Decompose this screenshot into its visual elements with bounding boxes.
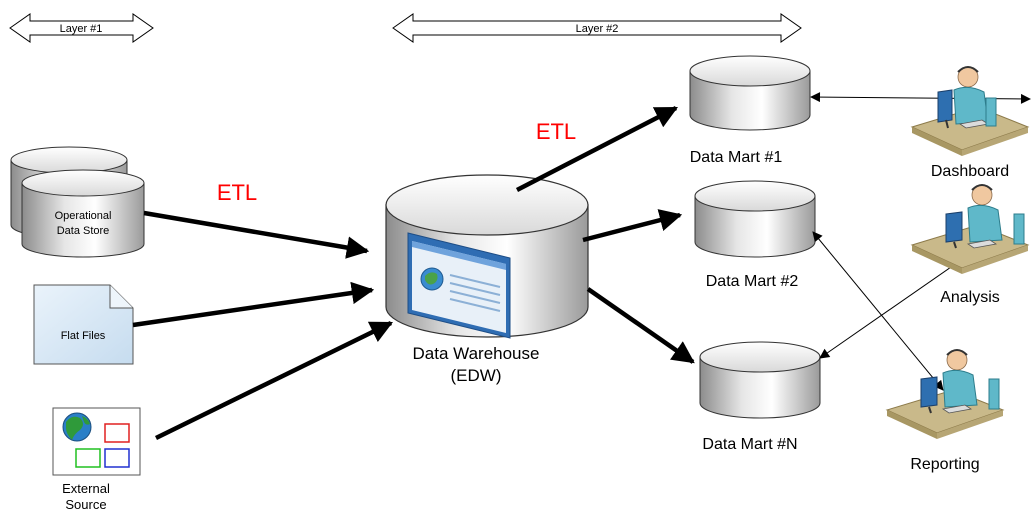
layer1-banner: Layer #1 [9,13,154,43]
document-icon [33,284,134,365]
green-square-icon [75,448,101,468]
blue-square-icon [104,448,130,468]
reporting-label: Reporting [910,456,979,473]
data-warehouse: Data Warehouse (EDW) [385,174,589,385]
flat-files: Flat Files [33,284,134,365]
data-mart-2: Data Mart #2 [694,180,816,290]
operational-data-store: Operational Data Store [10,146,145,258]
layer2-banner: Layer #2 [392,13,802,43]
data-mart-1: Data Mart #1 [689,55,811,166]
dashboard-user: Dashboard [910,66,1030,180]
ods-label-line2: Data Store [57,225,110,237]
etl-label-marts: ETL [536,119,576,144]
etl-label-sources: ETL [217,180,257,205]
arrow-edw-to-mart2 [582,209,683,243]
layer1-label: Layer #1 [60,23,103,35]
dashboard-label: Dashboard [931,163,1009,180]
person-at-desk-icon [910,66,1030,156]
edw-label-line2: (EDW) [451,366,502,385]
reporting-user: Reporting [885,349,1005,473]
red-square-icon [104,423,130,443]
analysis-label: Analysis [940,289,1000,306]
window-icon [407,232,511,339]
edw-label-line1: Data Warehouse [413,344,540,363]
database-cylinder-icon [694,195,816,258]
arrow-mart1-dashboard [810,92,1031,104]
database-cylinder-icon [699,356,821,419]
ods-front-cylinder-icon [21,169,145,258]
external-source: External Source [52,407,141,512]
analysis-user: Analysis [910,184,1030,306]
arrow-edw-to-mart1 [515,106,678,192]
person-at-desk-icon [910,184,1030,274]
external-label-line1: External [62,481,110,496]
source-arrows [132,210,394,441]
person-at-desk-icon [885,349,1005,439]
martN-label: Data Mart #N [702,436,797,453]
arrow-external-to-edw [155,320,394,441]
mart1-label: Data Mart #1 [690,149,783,166]
external-label-line2: Source [65,497,106,512]
arrow-edw-to-martN [586,287,695,364]
edw-to-mart-arrows [515,106,695,364]
arrow-ods-to-edw [143,210,370,259]
flat-files-label: Flat Files [61,330,106,342]
database-cylinder-icon [689,70,811,131]
globe-icon [62,412,92,442]
layer2-label: Layer #2 [576,23,619,35]
ods-label-line1: Operational [55,210,112,222]
mart2-label: Data Mart #2 [706,273,799,290]
arrow-flatfiles-to-edw [132,281,375,328]
data-mart-n: Data Mart #N [699,341,821,453]
